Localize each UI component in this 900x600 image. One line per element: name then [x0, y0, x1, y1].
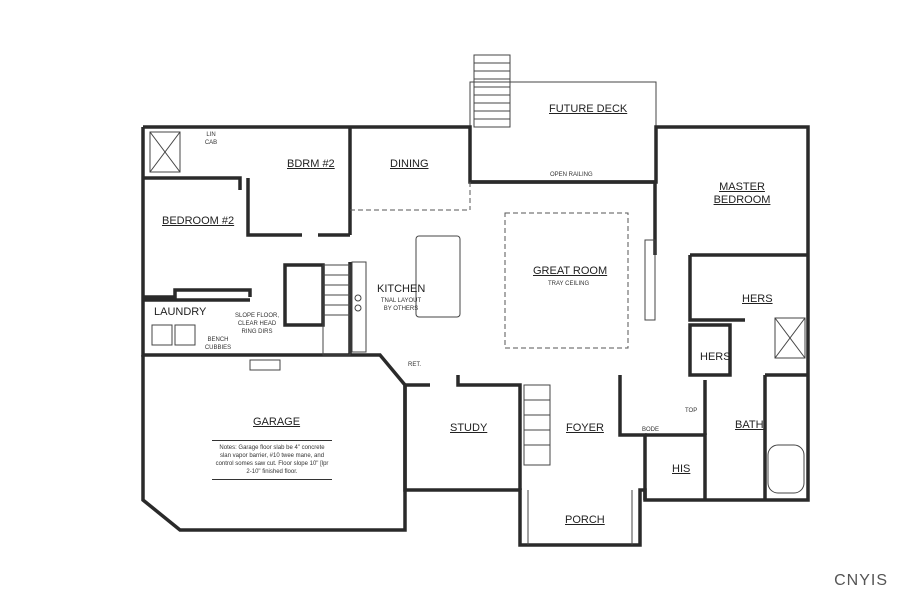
porch-label: PORCH: [565, 514, 605, 526]
future-deck: [469, 81, 657, 183]
garage-note: Notes: Garage floor slab be 4" concrete …: [212, 440, 332, 480]
top-label: TOP: [685, 408, 698, 414]
dining-label: DINING: [390, 158, 429, 170]
bdrm2-label: BDRM #2: [287, 158, 335, 170]
bode-label: BODE: [642, 427, 660, 433]
fireplace: [644, 239, 656, 321]
open-railing-label: OPEN RAILING: [550, 172, 593, 178]
lin-cab-label: LIN CAB: [204, 132, 218, 146]
garage-wall: [141, 355, 407, 532]
laundry-label: LAUNDRY: [154, 306, 207, 318]
future-deck-label: FUTURE DECK: [549, 103, 628, 115]
garage-door: [249, 359, 281, 371]
ret-label: RET.: [408, 362, 422, 368]
kitchen-island: [415, 235, 461, 318]
bedroom2-label: BEDROOM #2: [162, 215, 235, 227]
study-label: STUDY: [450, 422, 488, 434]
exterior-wall: [141, 125, 810, 547]
kitchen-note: TNAL LAYOUT BY OTHERS: [380, 298, 422, 312]
master-bedroom-label: MASTER BEDROOM: [713, 181, 771, 206]
watermark: CNYIS: [834, 572, 888, 589]
great-room-label: GREAT ROOM: [533, 265, 608, 277]
cooktop: [354, 294, 362, 302]
his-label: HIS: [672, 463, 691, 475]
bench-cubbies-label: BENCH CUBBIES: [204, 337, 232, 351]
kitchen-label: KITCHEN: [377, 283, 426, 295]
slope-note: SLOPE FLOOR, CLEAR HEAD RING DIRS: [235, 313, 280, 335]
bath-label: BATH: [735, 419, 764, 431]
deck-stairs: [473, 54, 511, 128]
kitchen-counter: [351, 261, 367, 353]
garage-label: GARAGE: [253, 416, 301, 428]
great-room-note: TRAY CEILING: [548, 281, 590, 287]
hers-closet-label: HERS: [742, 293, 773, 305]
foyer-label: FOYER: [566, 422, 604, 434]
great-room-tray-ceiling: [504, 212, 629, 349]
hers-wic-label: HERS: [700, 351, 731, 363]
interior-stairs: [322, 264, 551, 466]
